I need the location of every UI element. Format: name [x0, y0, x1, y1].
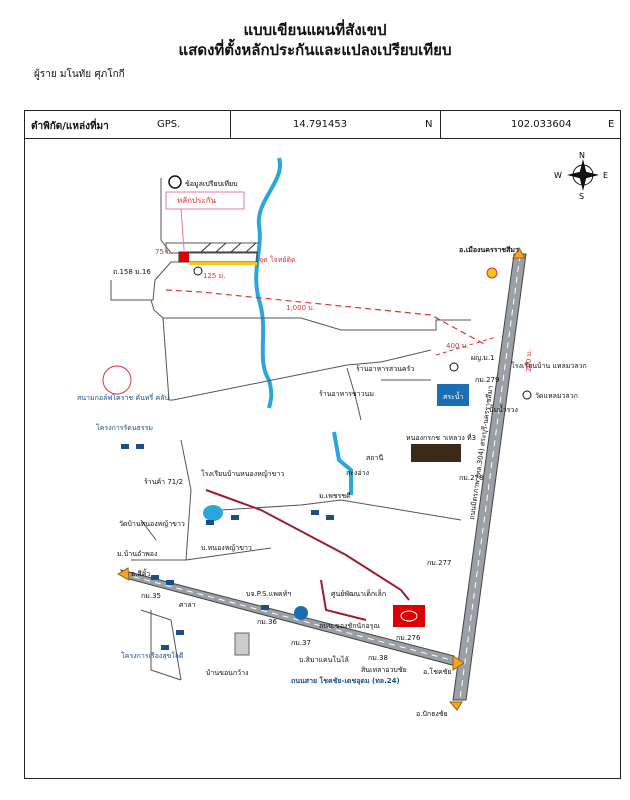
legend-comparison: ข้อมูลเปรียบเทียบ [185, 180, 238, 188]
local-road-red-2 [320, 579, 367, 621]
mooban-2: ม.บ้านอำพอง [117, 550, 157, 558]
gps-bar: ตำพิกัด/แหล่งที่มา GPS. 14.791453 N 102.… [24, 110, 621, 139]
ban-khon: บ้านขอนกว้าง [206, 669, 248, 677]
to-chokchai: อ.โชคชัย [423, 667, 451, 676]
shell-station-icon [486, 267, 498, 279]
gps-longitude: 102.033604 [511, 119, 572, 130]
distance-arrow-400 [435, 336, 497, 356]
simmi: บ.สิมาแคนโนไล้ [299, 655, 349, 664]
legend-leader [180, 208, 185, 251]
gps-latitude: 14.791453 [293, 119, 348, 130]
sukhothai: สินเทลาอวบชัย [361, 666, 407, 674]
poi-markers [102, 266, 532, 656]
km277: กม.277 [427, 559, 451, 567]
location-label: ตำพิกัด/แหล่งที่มา [31, 121, 109, 132]
road-end-arrows [116, 247, 526, 711]
mooban-1: ม.เพชรชดี [319, 492, 351, 500]
sp-village: ผญ.ม.1 [471, 354, 495, 362]
distance-200: 200 ม. [525, 350, 533, 372]
map-frame: N S E W ข้อมูลเปรียบเทียบ หลักประกัน 75 … [24, 139, 621, 779]
restaurant-2: ร้านอาหารชาวนม [319, 390, 374, 398]
project-rada: โครงการรัดนธรรม [96, 423, 153, 432]
map-title: แบบเขียนแผนที่สังเขป [243, 21, 387, 39]
restaurant-1: ร้านอาหารสวนครัว [356, 365, 414, 373]
toyota-logo-icon [400, 610, 418, 622]
toyota-sign-icon [393, 605, 425, 627]
gps-lon-dir: E [608, 119, 615, 130]
km36: กม.36 [257, 618, 278, 626]
property-strip [178, 242, 258, 265]
local-road-red [205, 489, 410, 601]
km278: กม.278 [459, 474, 483, 482]
shop-71: ร้านค้า 71/2 [144, 478, 183, 486]
gps-divider [230, 111, 231, 138]
wat-nong: วัดบ้านหนองหญ้าขาว [119, 520, 185, 528]
school-ban-label: โรงเรียนบ้าน แหลมวลวก [511, 361, 587, 370]
distance-1000: 1,000 ม. [286, 304, 315, 312]
comparison-3-marker [522, 390, 532, 400]
water-tank-label: สระน้ำ [443, 390, 464, 401]
pond [203, 505, 223, 521]
distance-75: 75 ม. [155, 248, 173, 256]
ban-nong: บ.หนองหญ้าขาว [201, 544, 252, 552]
comparison-1-marker [193, 266, 203, 276]
compass-rose [567, 159, 599, 191]
local-roads-top [110, 178, 471, 421]
canal [332, 431, 353, 495]
ps-building-icon [234, 632, 250, 656]
sala: ศาลา [179, 601, 196, 609]
museum-label: สนามกอล์ฟโคราช คันทรี่ คลับ [77, 393, 169, 402]
collateral-box [165, 191, 245, 210]
house-icons [121, 444, 334, 650]
to-pakthongchai: อ.ปักธงชัย [416, 710, 448, 718]
project-rueng: โครงการเรืองสุขใจดี [121, 651, 183, 660]
distance-400: 400 ม. [446, 342, 468, 350]
ptt: ถนน.ของชักนักอรุณ [319, 622, 380, 630]
soldier-camp: หนองกรกช าเหลวง ที่3 [406, 433, 476, 442]
to-muang-korat: อ.เมืองนครราชสีมา [459, 246, 519, 254]
map-subtitle: แสดงที่ตั้งหลักประกันและแปลงเปรียบเทียบ [178, 41, 452, 59]
km279: กม.279 [475, 376, 499, 384]
km38: กม.38 [368, 654, 388, 662]
map-canvas: N S E W ข้อมูลเปรียบเทียบ หลักประกัน 75 … [77, 151, 608, 718]
start-point-label: จุด โจทย์ติด [259, 255, 296, 264]
dev-center: ศูนย์พัฒนาเด็กเล็ก [331, 589, 386, 598]
to-sikhio: อ.สีคิ้ว [131, 567, 150, 578]
distance-125: 125 ม. [203, 272, 225, 280]
gps-source: GPS. [157, 119, 181, 130]
water-tank-pond [437, 384, 469, 406]
water-plant: สถานี [366, 454, 383, 462]
compass-s: S [579, 192, 584, 201]
compass-w: W [554, 171, 562, 180]
signer-text: ผู้ราย มโนทัย ศุภโกกี [34, 69, 125, 80]
ptt-icon [294, 606, 308, 620]
gps-divider [440, 111, 441, 138]
route-24-label: ถนนสาย โชคชัย-เดชอุดม (ทล.24) [291, 676, 400, 685]
museum-icon [102, 365, 132, 395]
highway-24-centerline [122, 573, 456, 662]
local-roads-bottom [131, 379, 462, 681]
ban-sang: สะงอ่าง [346, 469, 369, 477]
soldier-sign-icon [411, 444, 461, 462]
wat-wwk: วัดแหลมวลวก [535, 392, 578, 400]
gps-lat-dir: N [425, 119, 433, 130]
compass-e: E [603, 171, 608, 180]
road-158-label: ถ.158 ม.16 [113, 268, 151, 276]
km35: กม.35 [141, 592, 161, 600]
distance-arrow-1000 [165, 289, 487, 346]
pump-station: ปั้มน้ำรวง [489, 403, 518, 414]
highway-centerline [459, 254, 521, 700]
km276: กม.276 [396, 634, 421, 642]
km37: กม.37 [291, 639, 311, 647]
river [254, 157, 283, 409]
ps-company: บจ.P.S.แพคห์ฯ [246, 590, 291, 598]
school-nong: โรงเรียนบ้านหนองหญ้าขาว [201, 469, 284, 478]
comparison-2-marker [449, 362, 459, 372]
compass-n: N [579, 151, 585, 160]
legend-collateral: หลักประกัน [177, 196, 217, 205]
comparison-marker [168, 175, 182, 189]
